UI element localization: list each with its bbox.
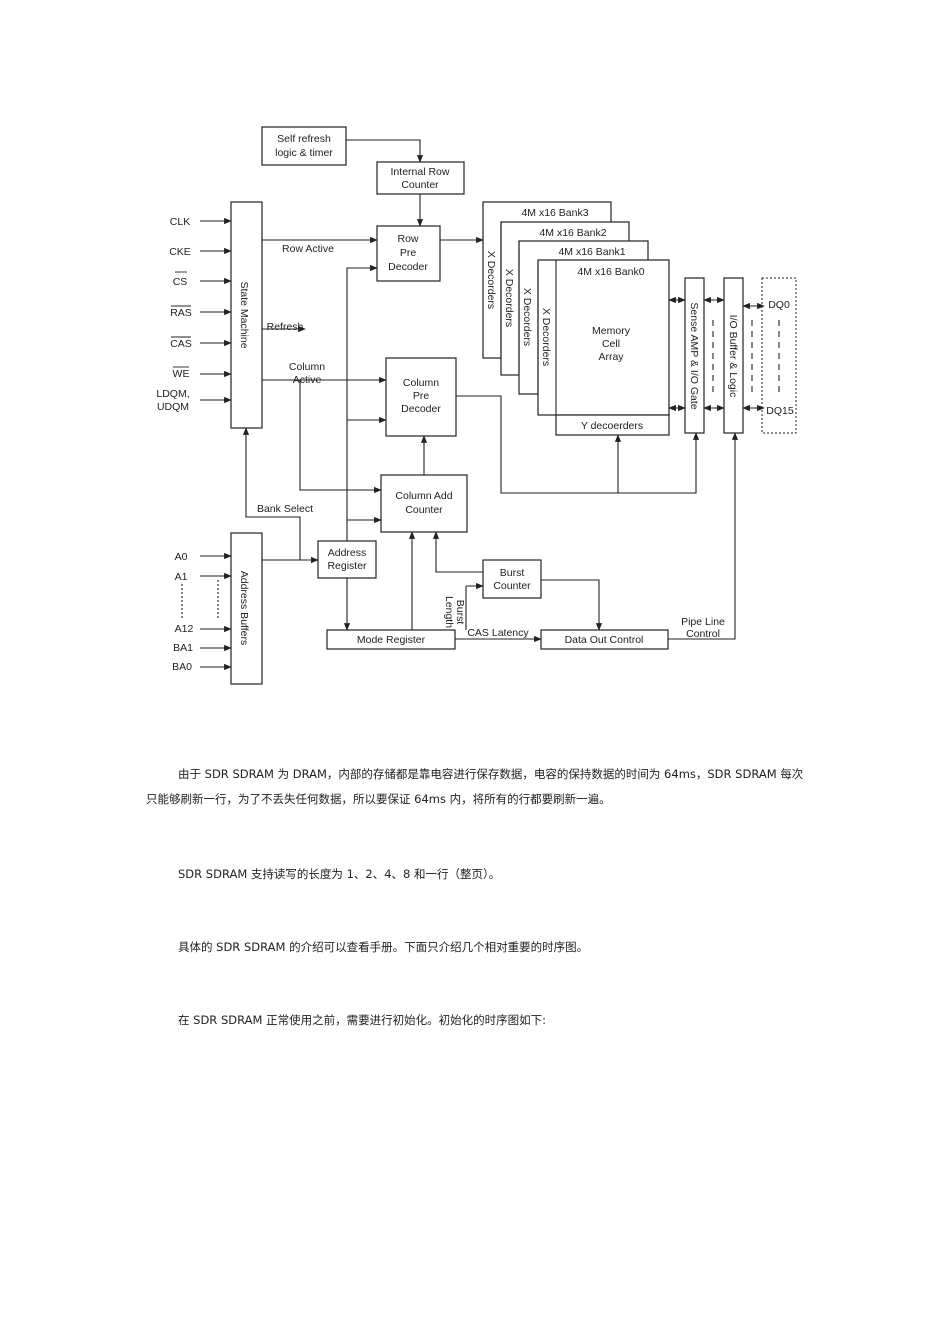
svg-text:A1: A1	[175, 571, 188, 583]
svg-text:Mode Register: Mode Register	[357, 634, 426, 646]
mode-register-block: Mode Register	[326, 629, 456, 650]
paragraph-initialization: 在 SDR SDRAM 正常使用之前，需要进行初始化。初始化的时序图如下:	[178, 1013, 546, 1027]
svg-text:Bank Select: Bank Select	[257, 503, 313, 515]
svg-text:X Decorders: X Decorders	[503, 269, 515, 327]
svg-text:Refresh: Refresh	[267, 321, 304, 333]
memory-cell-array: Memory Cell Array	[592, 325, 631, 363]
svg-text:Address: Address	[328, 547, 367, 559]
svg-text:Array: Array	[598, 351, 624, 363]
svg-text:Pipe Line: Pipe Line	[681, 616, 725, 628]
paragraph-manual-note: 具体的 SDR SDRAM 的介绍可以查看手册。下面只介绍几个相对重要的时序图。	[178, 940, 589, 954]
svg-text:Y decoerders: Y decoerders	[581, 420, 643, 432]
svg-text:Burst: Burst	[500, 567, 525, 579]
column-pre-decoder-block: Column Pre Decoder	[385, 357, 457, 437]
svg-text:I/O Buffer & Logic: I/O Buffer & Logic	[727, 315, 739, 398]
connectors	[242, 139, 765, 643]
address-register-block: Address Register	[317, 540, 377, 579]
svg-text:State Machine: State Machine	[238, 281, 250, 348]
svg-text:Decoder: Decoder	[388, 261, 428, 273]
svg-text:CAS Latency: CAS Latency	[467, 627, 529, 639]
svg-text:Cell: Cell	[602, 338, 620, 350]
x-decoders: X Decorders X Decorders X Decorders X De…	[485, 222, 557, 415]
cas-label: CAS	[170, 338, 192, 350]
svg-text:4M x16 Bank3: 4M x16 Bank3	[521, 207, 588, 219]
column-add-counter-block: Column Add Counter	[380, 474, 468, 533]
svg-text:Data Out Control: Data Out Control	[565, 634, 644, 646]
svg-text:DQ0: DQ0	[768, 299, 790, 311]
internal-row-counter-block: Internal Row Counter	[376, 161, 465, 195]
svg-text:Sense AMP & I/O Gate: Sense AMP & I/O Gate	[688, 302, 700, 409]
cs-label: CS	[173, 276, 188, 288]
svg-text:Row: Row	[397, 233, 418, 245]
svg-text:Pre: Pre	[413, 390, 430, 402]
svg-text:Burst: Burst	[454, 600, 466, 625]
path-labels: Row Active Refresh Column Active Bank Se…	[257, 243, 725, 640]
dq-pins-group: DQ0 DQ15	[761, 277, 797, 434]
control-signals: CLK CKE CS RAS CAS WE LDQM, UDQM	[156, 216, 232, 413]
y-decoders-block: Y decoerders	[555, 414, 670, 436]
state-machine-block: State Machine	[230, 201, 263, 429]
svg-text:4M x16 Bank0: 4M x16 Bank0	[577, 266, 644, 278]
svg-text:Counter: Counter	[493, 580, 531, 592]
svg-text:Control: Control	[686, 628, 720, 640]
svg-text:X Decorders: X Decorders	[521, 288, 533, 346]
svg-text:4M x16 Bank2: 4M x16 Bank2	[539, 227, 606, 239]
svg-text:Column: Column	[403, 377, 439, 389]
svg-text:Column Add: Column Add	[395, 490, 452, 502]
svg-text:Memory: Memory	[592, 325, 631, 337]
address-signals: A0 A1 A12 BA1 BA0	[172, 551, 232, 673]
row-pre-decoder-block: Row Pre Decoder	[376, 225, 441, 282]
svg-text:Pre: Pre	[400, 247, 417, 259]
svg-text:4M x16 Bank1: 4M x16 Bank1	[558, 246, 625, 258]
io-buffer-block: I/O Buffer & Logic	[723, 277, 744, 434]
svg-text:BA0: BA0	[172, 661, 192, 673]
sdram-block-diagram: Self refresh logic & timer Internal Row …	[156, 126, 797, 685]
burst-counter-block: Burst Counter	[482, 559, 542, 599]
svg-text:Self refresh: Self refresh	[277, 133, 331, 145]
ldqm-label: LDQM,	[156, 388, 189, 400]
svg-text:BA1: BA1	[173, 642, 193, 654]
self-refresh-block: Self refresh logic & timer	[261, 126, 347, 166]
svg-text:Counter: Counter	[405, 504, 443, 516]
svg-text:DQ15: DQ15	[766, 405, 794, 417]
sense-amp-block: Sense AMP & I/O Gate	[684, 277, 705, 434]
svg-text:Active: Active	[293, 374, 322, 386]
paragraph-burst-length: SDR SDRAM 支持读写的长度为 1、2、4、8 和一行（整页）。	[178, 867, 501, 881]
svg-text:Decoder: Decoder	[401, 403, 441, 415]
svg-text:A12: A12	[175, 623, 194, 635]
bank-0: 4M x16 Bank0	[537, 259, 670, 416]
cke-label: CKE	[169, 246, 191, 258]
udqm-label: UDQM	[157, 401, 189, 413]
svg-text:A0: A0	[175, 551, 188, 563]
svg-text:Internal Row: Internal Row	[391, 166, 450, 178]
svg-text:logic & timer: logic & timer	[275, 147, 333, 159]
address-buffers-block: Address Buffers	[230, 532, 263, 685]
svg-text:X Decorders: X Decorders	[485, 251, 497, 309]
svg-text:X Decorders: X Decorders	[540, 308, 552, 366]
svg-text:Row Active: Row Active	[282, 243, 334, 255]
we-label: WE	[173, 368, 190, 380]
clk-label: CLK	[170, 216, 190, 228]
svg-text:Counter: Counter	[401, 179, 439, 191]
paragraph-refresh: 由于 SDR SDRAM 为 DRAM，内部的存储都是靠电容进行保存数据，电容的…	[146, 767, 804, 806]
data-out-control-block: Data Out Control	[540, 629, 669, 650]
ras-label: RAS	[170, 307, 192, 319]
svg-text:Register: Register	[327, 560, 367, 572]
svg-text:Address Buffers: Address Buffers	[238, 571, 250, 646]
svg-text:Length: Length	[443, 596, 455, 628]
svg-text:Column: Column	[289, 361, 325, 373]
